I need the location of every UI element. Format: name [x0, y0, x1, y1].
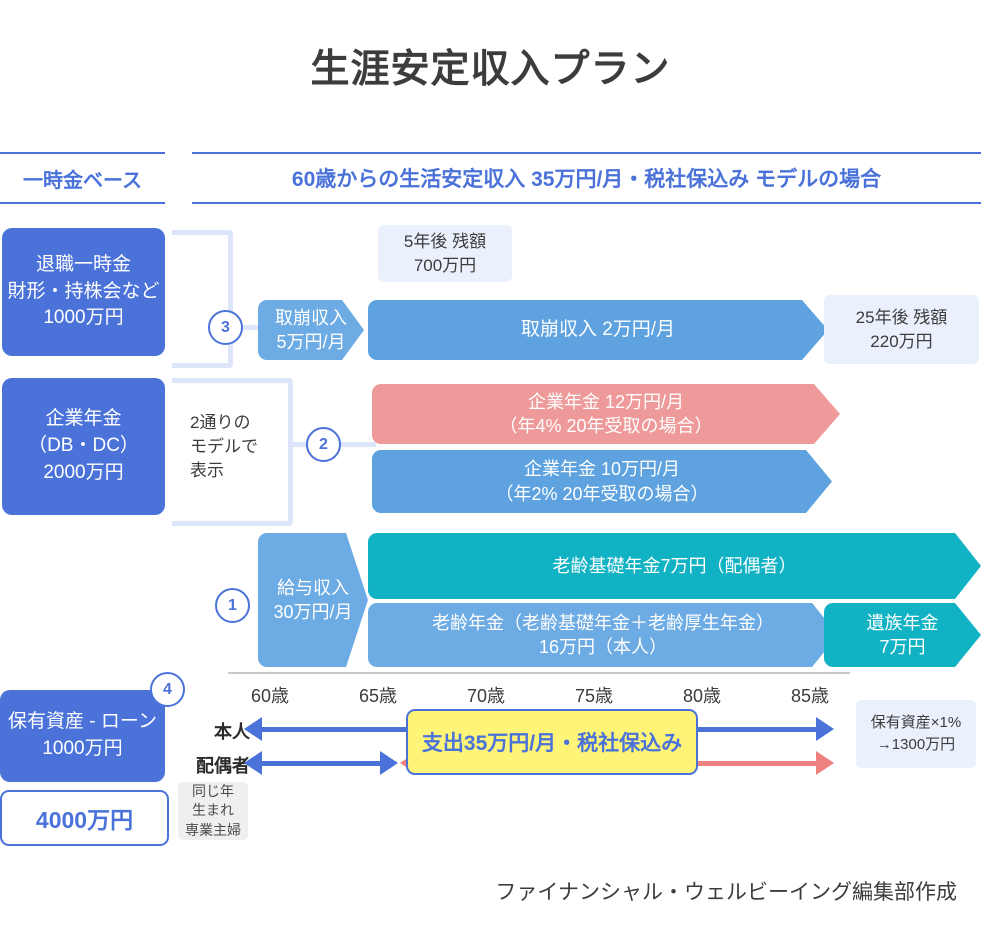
- section-header-right: 60歳からの生活安定収入 35万円/月・税社保込み モデルの場合: [192, 152, 981, 204]
- connector-stub-corporate-pension-b: [330, 442, 376, 447]
- note-spouse-profile: 同じ年生まれ専業主婦: [178, 782, 248, 840]
- age-axis-line: [228, 672, 850, 674]
- bar-corporate-pension-option-b: 企業年金 10万円/月（年2% 20年受取の場合）: [372, 450, 832, 513]
- age-tick-60: 60歳: [250, 686, 290, 706]
- timeline-label-spouse: 配偶者: [196, 756, 250, 776]
- bar-basic-pension-spouse: 老齢基礎年金7万円（配偶者）: [368, 533, 981, 599]
- step-number-3: 3: [208, 310, 243, 345]
- timeline-arrow-self-left-line: [262, 727, 408, 732]
- section-header-left: 一時金ベース: [0, 152, 165, 204]
- connector-stub-corporate-pension-a: [288, 442, 322, 447]
- note-asset-yield: 保有資産×1%→1300万円: [856, 700, 976, 768]
- bar-drawdown-ongoing: 取崩収入 2万円/月: [368, 300, 828, 360]
- timeline-arrow-self-right-line: [692, 727, 816, 732]
- timeline-label-self: 本人: [214, 722, 250, 742]
- note-two-models: 2通りのモデルで表示: [190, 412, 258, 481]
- step-number-2: 2: [306, 427, 341, 462]
- age-tick-70: 70歳: [466, 686, 506, 706]
- step-number-4: 4: [150, 672, 185, 707]
- age-tick-65: 65歳: [358, 686, 398, 706]
- timeline-arrow-self-right-head: [816, 717, 834, 741]
- capital-total-box: 4000万円: [0, 790, 169, 846]
- age-tick-85: 85歳: [790, 686, 830, 706]
- bracket-connector-drawdown: [172, 230, 233, 368]
- age-tick-80: 80歳: [682, 686, 722, 706]
- bracket-connector-corporate-pension: [172, 378, 293, 526]
- capital-box-corporate-pension: 企業年金（DB・DC）2000万円: [2, 378, 165, 515]
- timeline-arrow-spouse-left-head: [244, 751, 262, 775]
- age-tick-75: 75歳: [574, 686, 614, 706]
- spending-callout-box: 支出35万円/月・税社保込み: [406, 709, 698, 775]
- timeline-arrow-self-left-head: [244, 717, 262, 741]
- timeline-arrow-spouse-mid-head: [380, 751, 398, 775]
- page-title: 生涯安定収入プラン: [310, 48, 671, 91]
- timeline-arrow-spouse-red-right-line: [692, 761, 816, 766]
- bar-corporate-pension-option-a: 企業年金 12万円/月（年4% 20年受取の場合）: [372, 384, 840, 444]
- timeline-arrow-spouse-left-line: [262, 761, 380, 766]
- bar-old-age-pension-self: 老齢年金（老齢基礎年金＋老齢厚生年金）16万円（本人）: [368, 603, 838, 667]
- timeline-arrow-spouse-red-right-head: [816, 751, 834, 775]
- step-number-1: 1: [215, 588, 250, 623]
- connector-stub-drawdown: [228, 325, 270, 330]
- credit-line: ファイナンシャル・ウェルビーイング編集部作成: [495, 881, 957, 904]
